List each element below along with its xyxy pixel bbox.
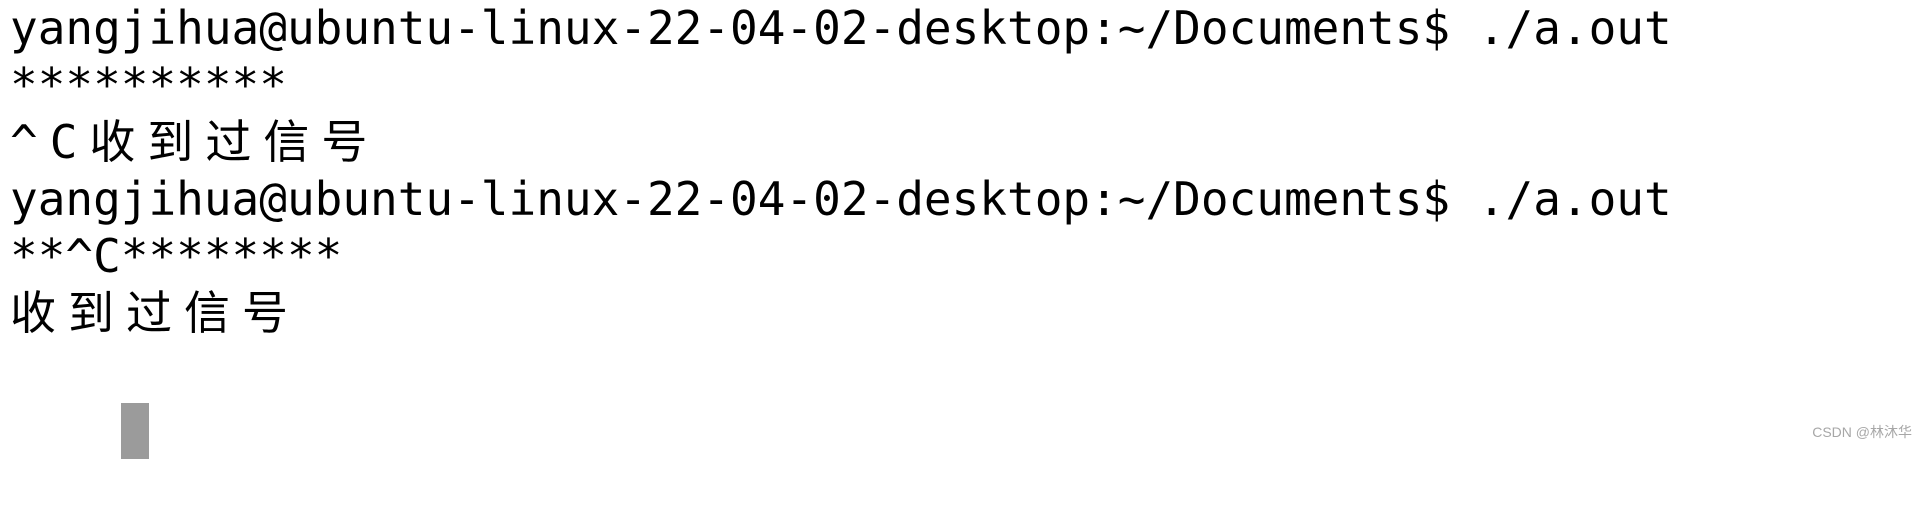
terminal-line: ^C收到过信号	[10, 115, 380, 169]
terminal-output[interactable]: yangjihua@ubuntu-linux-22-04-02-desktop:…	[10, 0, 1910, 459]
terminal-line: 收到过信号	[10, 286, 300, 340]
terminal-line: **^C********	[10, 229, 343, 283]
cursor-line	[10, 342, 1910, 459]
watermark: CSDN @林沐华	[1812, 424, 1912, 440]
terminal-line: yangjihua@ubuntu-linux-22-04-02-desktop:…	[10, 1, 1672, 55]
terminal-line: **********	[10, 58, 287, 112]
terminal-line: yangjihua@ubuntu-linux-22-04-02-desktop:…	[10, 172, 1672, 226]
terminal-cursor	[120, 402, 149, 459]
